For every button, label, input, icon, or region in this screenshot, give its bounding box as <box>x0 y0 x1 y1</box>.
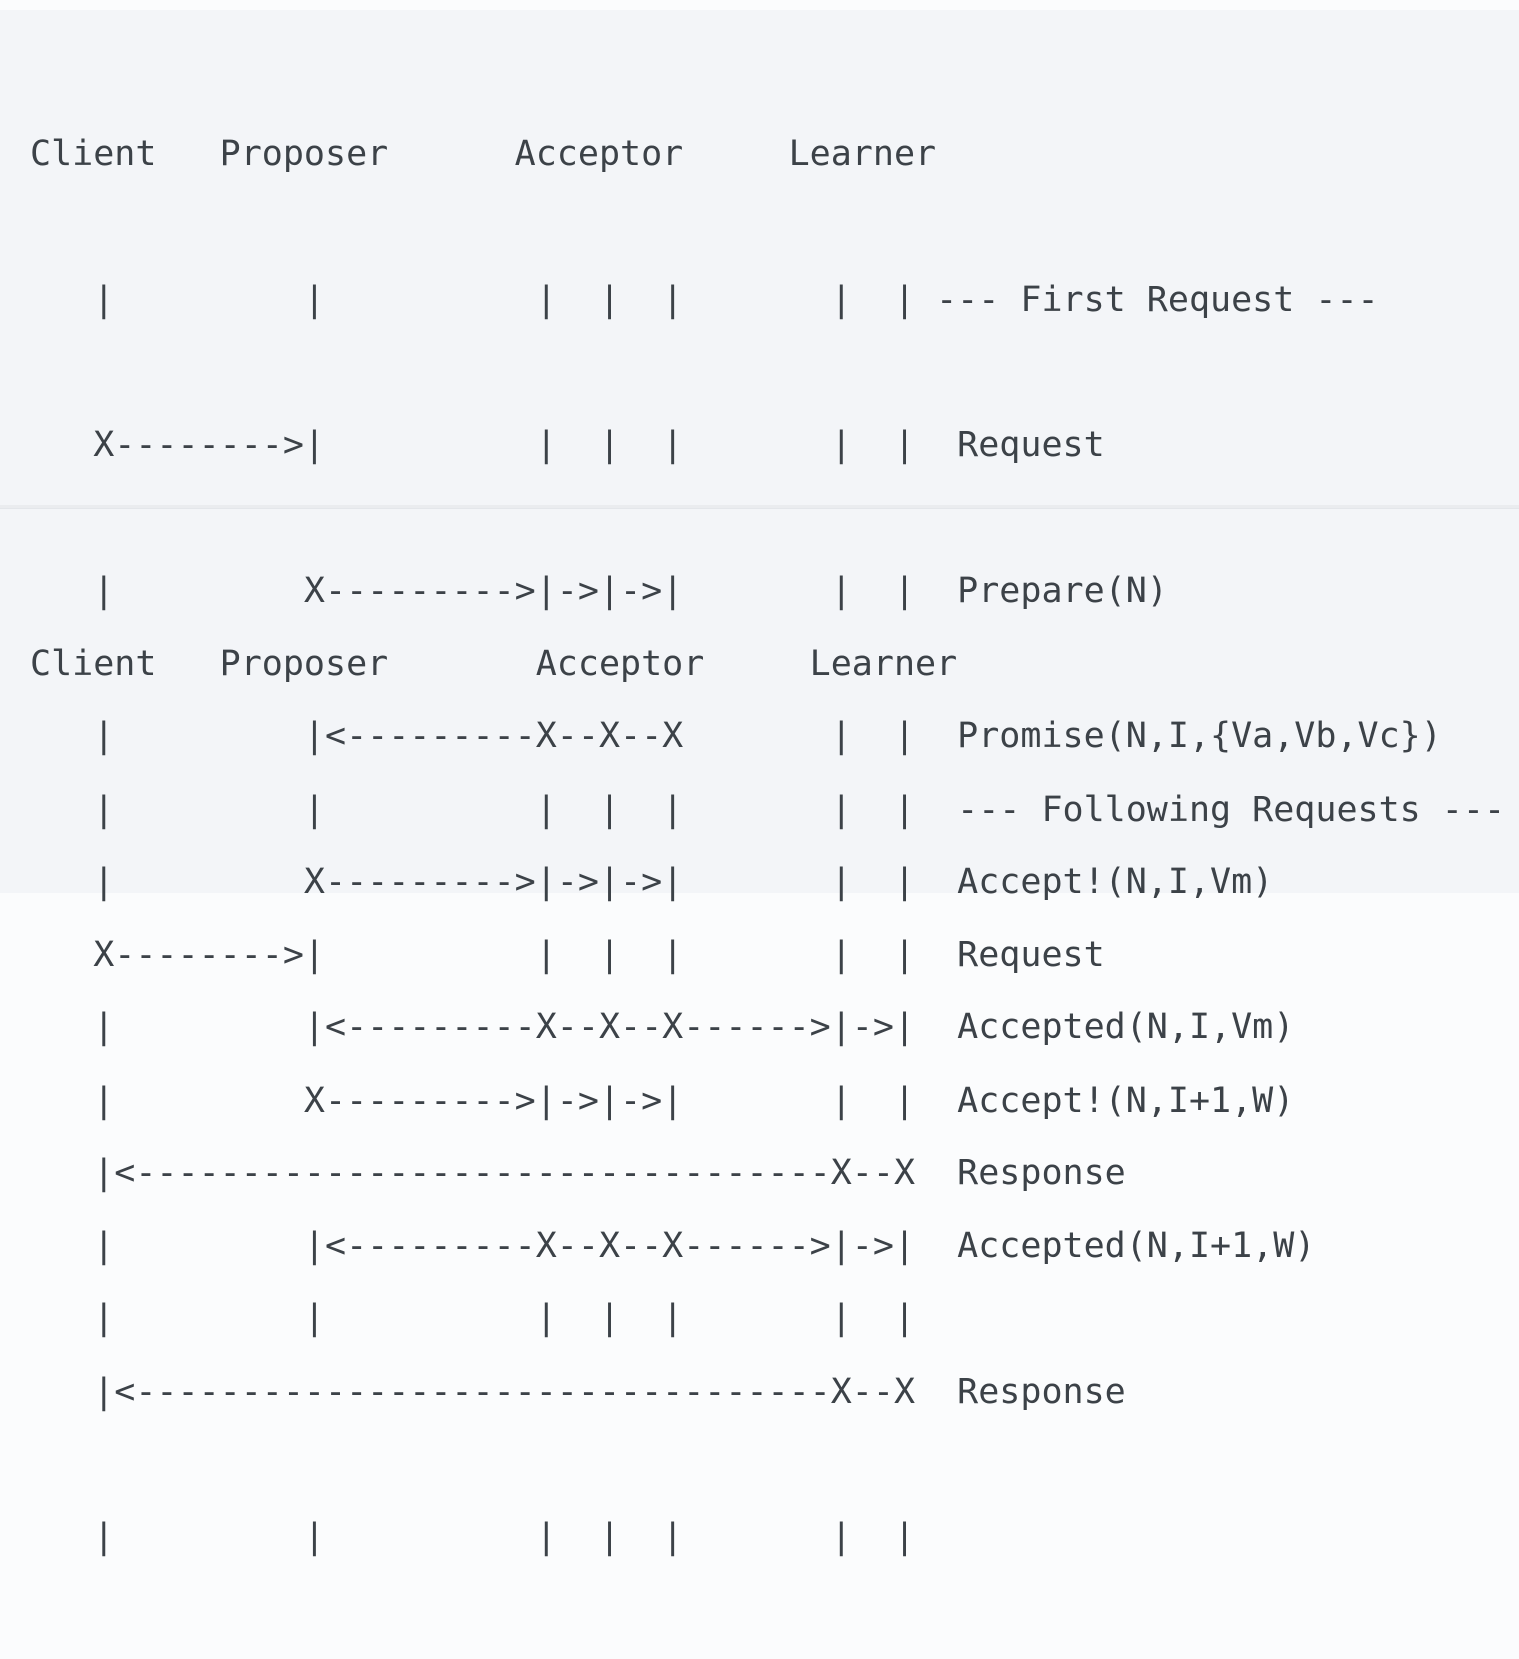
section-divider <box>0 505 1519 509</box>
promise-message-row: | |<---------X--X--X | | Promise(N,I,{Va… <box>30 716 1442 756</box>
paxos-diagram-panel: Client Proposer Acceptor Learner | | | |… <box>0 10 1519 1557</box>
response-message-row: |<---------------------------------X--X … <box>30 1371 1126 1412</box>
following-requests-title-row: | | | | | | | --- Following Requests --- <box>30 789 1506 830</box>
following-requests-sequence-diagram: Client Proposer Acceptor Learner | | | |… <box>30 543 1505 1659</box>
prepare-message-row: | X--------->|->|->| | | Prepare(N) <box>30 570 1168 611</box>
participants-header-row: Client Proposer Acceptor Learner <box>30 644 958 684</box>
accept-message-row: | X--------->|->|->| | | Accept!(N,I+1,W… <box>30 1080 1295 1121</box>
accepted-message-row: | |<---------X--X--X------>|->| Accepted… <box>30 1226 1316 1266</box>
request-message-row: X-------->| | | | | | Request <box>30 425 1105 465</box>
lifeline-row: | | | | | | | <box>30 1517 916 1557</box>
first-request-title-row: | | | | | | | --- First Request --- <box>30 279 1379 320</box>
request-message-row: X-------->| | | | | | Request <box>30 935 1105 975</box>
participants-header-row: Client Proposer Acceptor Learner <box>30 134 937 174</box>
accept-message-row: | X--------->|->|->| | | Accept!(N,I,Vm) <box>30 861 1274 902</box>
